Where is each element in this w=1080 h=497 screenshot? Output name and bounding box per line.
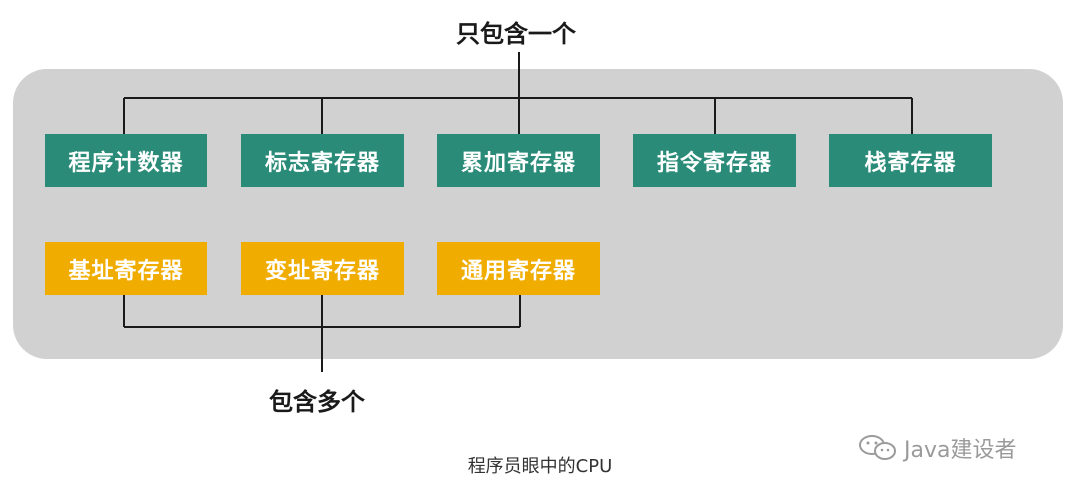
accumulator-register-box: 累加寄存器 [437, 134, 600, 187]
index-register-box: 变址寄存器 [241, 242, 404, 295]
watermark-text: Java建设者 [904, 438, 1017, 463]
registers-panel [13, 69, 1063, 359]
bottom-label: 包含多个 [269, 388, 365, 416]
instruction-register-box: 指令寄存器 [633, 134, 796, 187]
flag-register-box: 标志寄存器 [241, 134, 404, 187]
base-register-box: 基址寄存器 [45, 242, 207, 295]
wechat-icon [859, 435, 896, 460]
top-label: 只包含一个 [456, 20, 576, 48]
stack-register-box: 栈寄存器 [829, 134, 992, 187]
watermark: Java建设者 [858, 432, 1016, 464]
general-register-box: 通用寄存器 [437, 242, 600, 295]
program-counter-box: 程序计数器 [45, 134, 207, 187]
diagram-caption: 程序员眼中的CPU [467, 456, 613, 477]
